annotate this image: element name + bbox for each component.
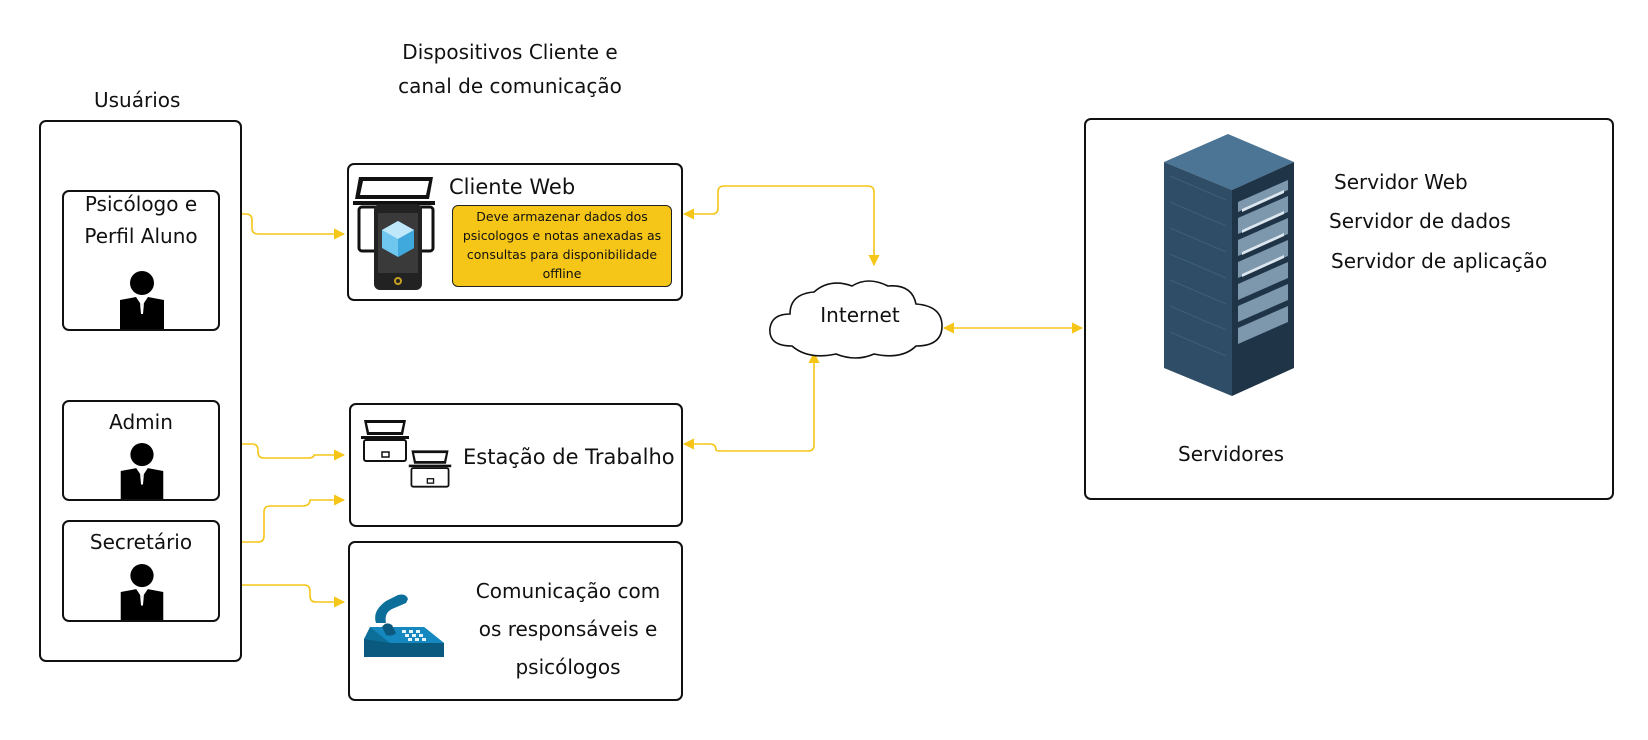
devices-title-line1: Dispositivos Cliente e	[402, 40, 618, 64]
connector-workstation-internet	[682, 351, 820, 452]
server-rack-icon	[1164, 134, 1294, 396]
user-psychologist-label-line1: Psicólogo e	[84, 192, 198, 216]
phone-communication-box[interactable]: Comunicação com os responsáveis e psicól…	[348, 541, 683, 701]
person-icon	[120, 271, 164, 329]
user-secretary-label: Secretário	[89, 530, 193, 554]
cube-icon	[382, 221, 414, 257]
phone-label-line2: os responsáveis e	[478, 617, 658, 641]
user-psychologist-label-line2: Perfil Aluno	[84, 224, 198, 248]
users-section-title: Usuários	[94, 88, 181, 112]
connector-admin-workstation	[220, 438, 346, 461]
connector-secretary-workstation	[220, 494, 346, 548]
user-secretary-card[interactable]: Secretário	[62, 520, 220, 622]
laptop-icon	[408, 450, 452, 488]
person-icon	[120, 442, 164, 500]
desk-phone-icon	[364, 594, 444, 657]
connector-secretary-phone	[220, 579, 346, 608]
web-client-label: Cliente Web	[449, 175, 576, 199]
internet-label: Internet	[820, 303, 900, 327]
laptop-icon	[361, 420, 409, 462]
phone-label-line3: psicólogos	[515, 655, 621, 679]
workstation-box[interactable]: Estação de Trabalho	[349, 403, 683, 527]
connector-psychologist-webclient	[220, 208, 346, 240]
servers-container[interactable]: Servidor Web Servidor de dados Servidor …	[1084, 118, 1614, 500]
offline-storage-note: Deve armazenar dados dos psicologos e no…	[452, 205, 672, 287]
server-application-label: Servidor de aplicação	[1331, 249, 1548, 273]
cloud-icon	[769, 280, 943, 359]
user-psychologist-card[interactable]: Psicólogo e Perfil Aluno	[62, 190, 220, 331]
workstation-label: Estação de Trabalho	[463, 445, 675, 469]
servers-title: Servidores	[1178, 442, 1285, 466]
user-admin-card[interactable]: Admin	[62, 400, 220, 501]
web-client-box[interactable]: Cliente Web Deve armazenar dados dos psi…	[347, 163, 683, 301]
user-admin-label: Admin	[109, 410, 173, 434]
phone-label-line1: Comunicação com	[475, 579, 661, 603]
server-web-label: Servidor Web	[1334, 170, 1468, 194]
smartphone-icon	[374, 204, 422, 290]
person-icon	[120, 563, 164, 621]
devices-title-line2: canal de comunicação	[398, 74, 622, 98]
connector-webclient-internet	[682, 185, 880, 267]
server-data-label: Servidor de dados	[1329, 209, 1511, 233]
